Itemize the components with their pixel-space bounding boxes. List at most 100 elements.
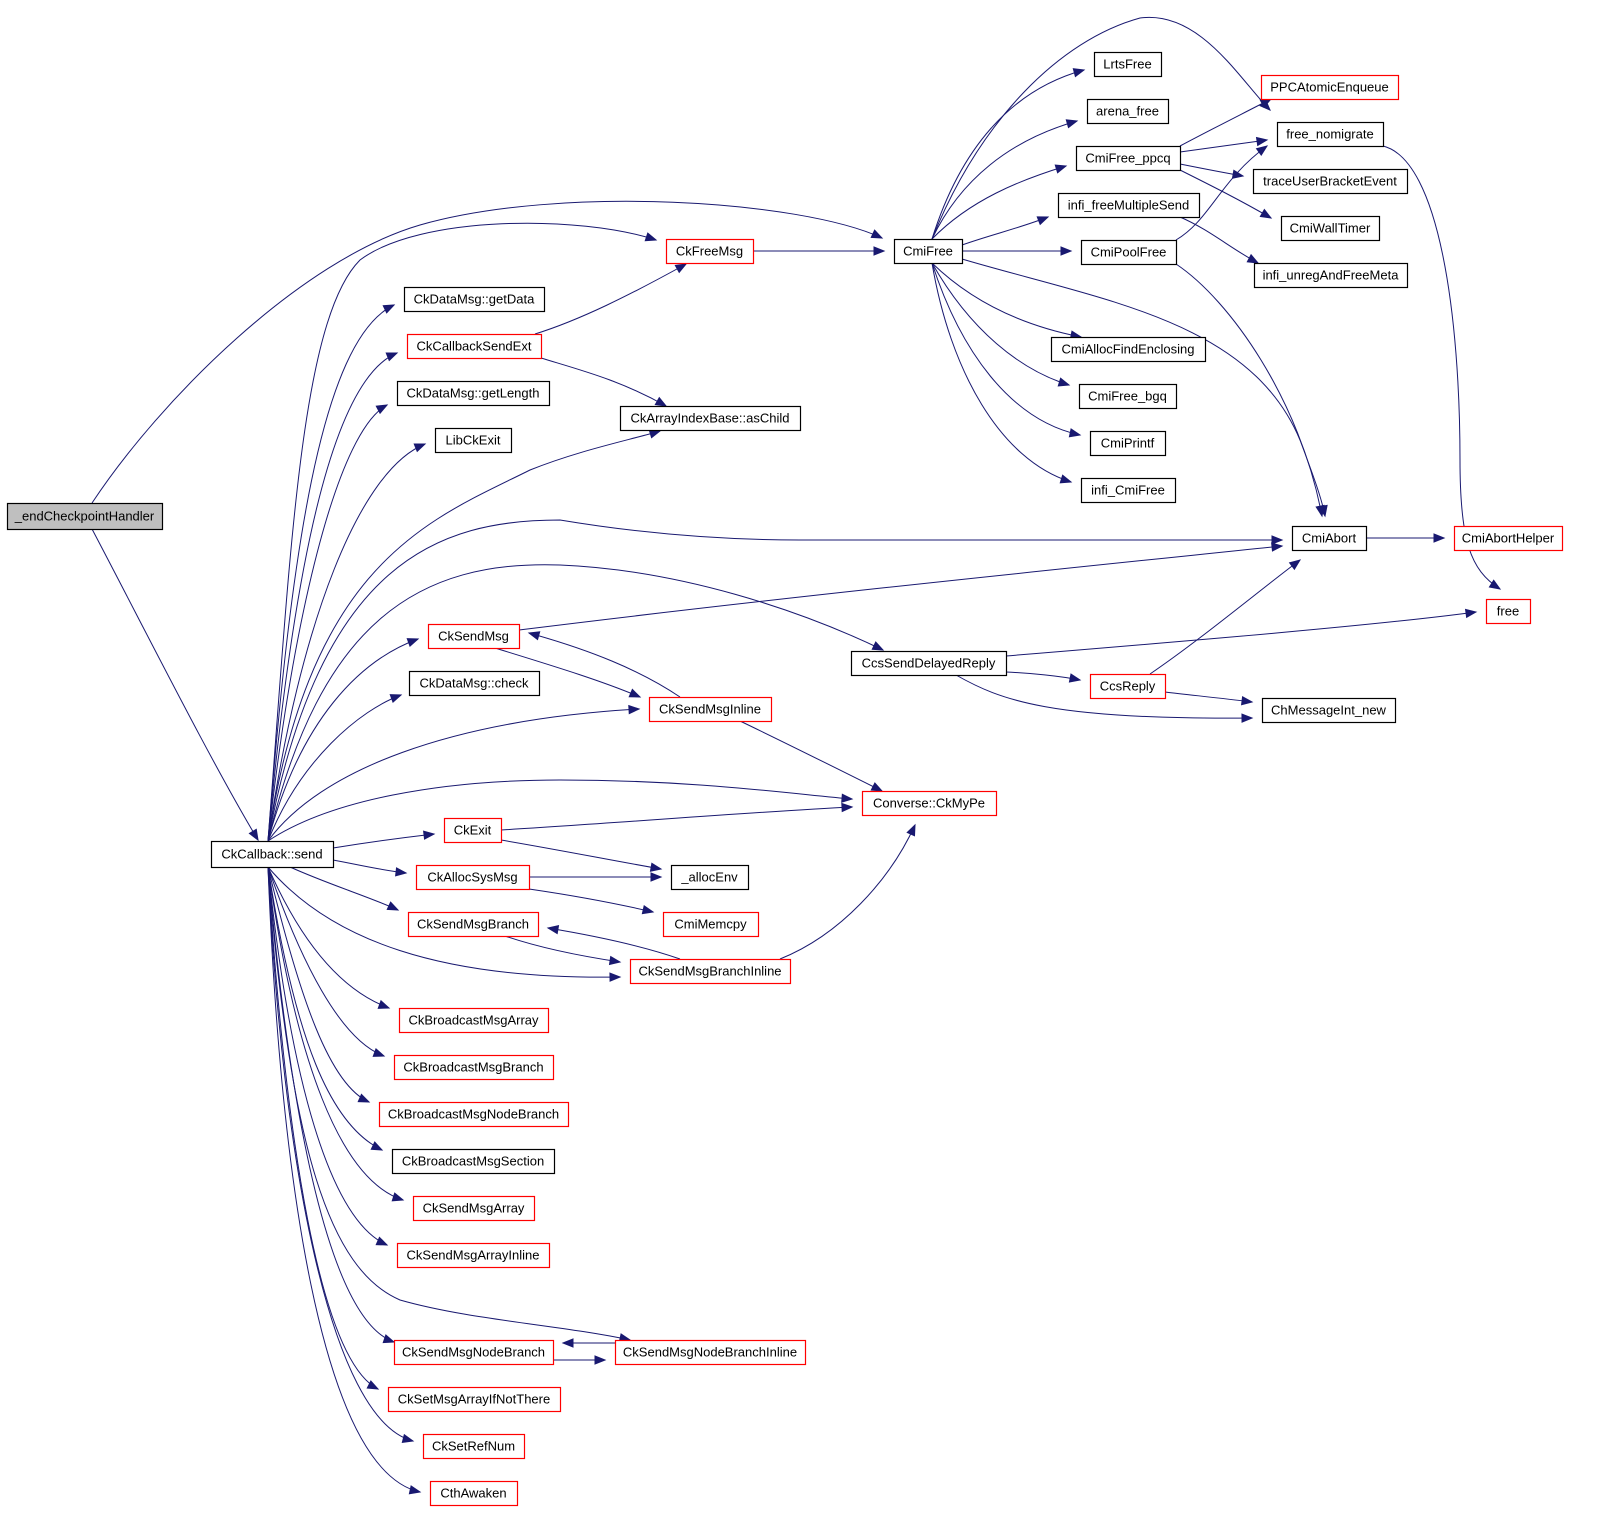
edge-ckcallback-send-to-ckbroadcastmsgbranch xyxy=(267,866,385,1057)
node-converse-ckmype[interactable]: Converse::CkMyPe xyxy=(861,790,998,817)
node-label: CkBroadcastMsgArray xyxy=(408,1013,539,1028)
node-label: CmiAbortHelper xyxy=(1462,531,1555,546)
edge-cksendmsgbranchinline-to-converse-ckmype xyxy=(779,824,916,960)
node-cmiaborthelper[interactable]: CmiAbortHelper xyxy=(1453,525,1564,552)
arrowhead-icon xyxy=(561,1338,574,1348)
node-cmifree[interactable]: CmiFree xyxy=(893,238,964,265)
node-ckdatamsg-getdata[interactable]: CkDataMsg::getData xyxy=(403,286,546,313)
node-ccssenddelayedreply[interactable]: CcsSendDelayedReply xyxy=(850,650,1008,677)
node-label: CkSendMsgNodeBranchInline xyxy=(623,1345,797,1360)
node-box xyxy=(396,380,551,407)
arrowhead-icon xyxy=(1271,542,1284,552)
node-ckarrayindexbase-aschild[interactable]: CkArrayIndexBase::asChild xyxy=(619,405,802,432)
edge-cmipoolfree-to-free-nomigrate xyxy=(1175,145,1268,241)
node-ckexit[interactable]: CkExit xyxy=(443,817,503,844)
node-cmimemcpy[interactable]: CmiMemcpy xyxy=(662,911,760,938)
node-ccsreply[interactable]: CcsReply xyxy=(1089,673,1167,700)
node-ckdatamsg-check[interactable]: CkDataMsg::check xyxy=(408,670,541,697)
node-label: ChMessageInt_new xyxy=(1271,703,1387,718)
node-cksendmsgbranch[interactable]: CkSendMsgBranch xyxy=(407,911,540,938)
arrowhead-icon xyxy=(1315,504,1325,518)
node-free-nomigrate[interactable]: free_nomigrate xyxy=(1276,121,1385,148)
edge-free-nomigrate-to-free xyxy=(1382,145,1501,590)
edge-ckcallbacksendext-to-ckarrayindexbase-aschild xyxy=(540,357,667,407)
node-traceuserbracketevent[interactable]: traceUserBracketEvent xyxy=(1252,168,1409,195)
node-cmifree-bgq[interactable]: CmiFree_bgq xyxy=(1078,383,1178,410)
arrowhead-icon xyxy=(389,694,403,704)
node-cksendmsgnodebranchinline[interactable]: CkSendMsgNodeBranchInline xyxy=(614,1339,807,1366)
node-chmessageint-new[interactable]: ChMessageInt_new xyxy=(1261,697,1397,724)
arrowhead-icon xyxy=(386,901,400,911)
arrowhead-icon xyxy=(1255,145,1269,156)
node-cksendmsgarray[interactable]: CkSendMsgArray xyxy=(412,1195,536,1222)
node-cmiabort[interactable]: CmiAbort xyxy=(1291,525,1368,552)
edge-cmifree-to-cmifree-ppcq xyxy=(931,165,1067,240)
node-arena-free[interactable]: arena_free xyxy=(1086,98,1170,125)
edge-cksendmsg-to-cmiabort xyxy=(518,545,1283,631)
arrowhead-icon xyxy=(1072,68,1086,78)
arrowhead-icon xyxy=(594,1355,607,1365)
node-box xyxy=(1260,74,1400,101)
node-lrtsfree[interactable]: LrtsFree xyxy=(1093,51,1163,78)
arrowhead-icon xyxy=(1433,533,1446,543)
node-libckexit[interactable]: LibCkExit xyxy=(434,427,513,454)
node-box xyxy=(429,1480,519,1507)
arrowhead-icon xyxy=(1241,713,1254,723)
edge-ckcallback-send-to-ckfreemsg xyxy=(267,222,657,842)
node-box xyxy=(1089,430,1167,457)
node-cthawaken[interactable]: CthAwaken xyxy=(429,1480,519,1507)
node-cmipoolfree[interactable]: CmiPoolFree xyxy=(1080,239,1178,266)
node-ckcallbacksendext[interactable]: CkCallbackSendExt xyxy=(406,333,543,360)
node-cksetmsgarrayifnotthere[interactable]: CkSetMsgArrayIfNotThere xyxy=(387,1386,562,1413)
node-ckallocsysmsg[interactable]: CkAllocSysMsg xyxy=(415,864,531,891)
node-ckbroadcastmsgsection[interactable]: CkBroadcastMsgSection xyxy=(391,1148,556,1175)
node-infi-freemultiplesend[interactable]: infi_freeMultipleSend xyxy=(1057,192,1201,219)
node-label: CkAllocSysMsg xyxy=(427,870,517,885)
node-ckdatamsg-getlength[interactable]: CkDataMsg::getLength xyxy=(396,380,551,407)
arrowhead-icon xyxy=(423,830,436,840)
node-infi-unregandfreemeta[interactable]: infi_unregAndFreeMeta xyxy=(1253,262,1409,289)
node-cksendmsgnodebranch[interactable]: CkSendMsgNodeBranch xyxy=(393,1339,555,1366)
node-ckfreemsg[interactable]: CkFreeMsg xyxy=(665,238,755,265)
node-cksendmsginline[interactable]: CkSendMsgInline xyxy=(648,696,773,723)
node-cmiprintf[interactable]: CmiPrintf xyxy=(1089,430,1167,457)
node-cmiwalltimer[interactable]: CmiWallTimer xyxy=(1280,215,1381,242)
node-ppcatomicenqueue[interactable]: PPCAtomicEnqueue xyxy=(1260,74,1400,101)
arrowhead-icon xyxy=(609,972,622,982)
arrowhead-icon xyxy=(1068,673,1082,683)
node-free[interactable]: free xyxy=(1485,598,1532,625)
node-cksendmsg[interactable]: CkSendMsg xyxy=(427,623,521,650)
arrowhead-icon xyxy=(841,802,854,813)
node-box xyxy=(387,1386,562,1413)
edges-layer xyxy=(91,16,1502,1495)
edge-ckcallback-send-to-cksetrefnum xyxy=(267,866,414,1442)
node-cksendmsgarrayinline[interactable]: CkSendMsgArrayInline xyxy=(396,1242,551,1269)
node-label: CmiFree xyxy=(903,244,953,259)
node-ckbroadcastmsgarray[interactable]: CkBroadcastMsgArray xyxy=(398,1007,550,1034)
node-cksendmsgbranchinline[interactable]: CkSendMsgBranchInline xyxy=(629,958,792,985)
node-cmifree-ppcq[interactable]: CmiFree_ppcq xyxy=(1075,145,1182,172)
edge-endcheckpointhandler-to-cmifree xyxy=(91,200,883,504)
node-box xyxy=(1291,525,1368,552)
edge-ckcallback-send-to-ckallocsysmsg xyxy=(332,859,407,874)
edge-ckcallback-send-to-libckexit xyxy=(267,443,426,842)
node-allocenv[interactable]: _allocEnv xyxy=(670,864,750,891)
node-cmiallocfindenclosing[interactable]: CmiAllocFindEnclosing xyxy=(1050,336,1207,363)
node-ckcallback-send[interactable]: CkCallback::send xyxy=(210,840,335,869)
edge-ckcallback-send-to-cksendmsginline xyxy=(267,708,640,842)
node-cksetrefnum[interactable]: CkSetRefNum xyxy=(422,1433,526,1460)
node-endcheckpointhandler[interactable]: _endCheckpointHandler xyxy=(6,502,164,531)
node-ckbroadcastmsgbranch[interactable]: CkBroadcastMsgBranch xyxy=(393,1054,555,1081)
node-box xyxy=(412,1195,536,1222)
arrowhead-icon xyxy=(375,1236,389,1246)
arrowhead-icon xyxy=(628,704,641,715)
arrowhead-icon xyxy=(1065,119,1079,129)
node-ckbroadcastmsgnodebranch[interactable]: CkBroadcastMsgNodeBranch xyxy=(378,1101,570,1128)
edge-ckcallback-send-to-converse-ckmype xyxy=(267,779,853,842)
edge-ckcallback-send-to-ckarrayindexbase-aschild xyxy=(267,430,661,842)
arrowhead-icon xyxy=(650,872,663,882)
node-infi-cmifree[interactable]: infi_CmiFree xyxy=(1080,477,1177,504)
arrowhead-icon xyxy=(1036,216,1050,226)
edge-ckcallback-send-to-ckdatamsg-getdata xyxy=(267,304,395,842)
